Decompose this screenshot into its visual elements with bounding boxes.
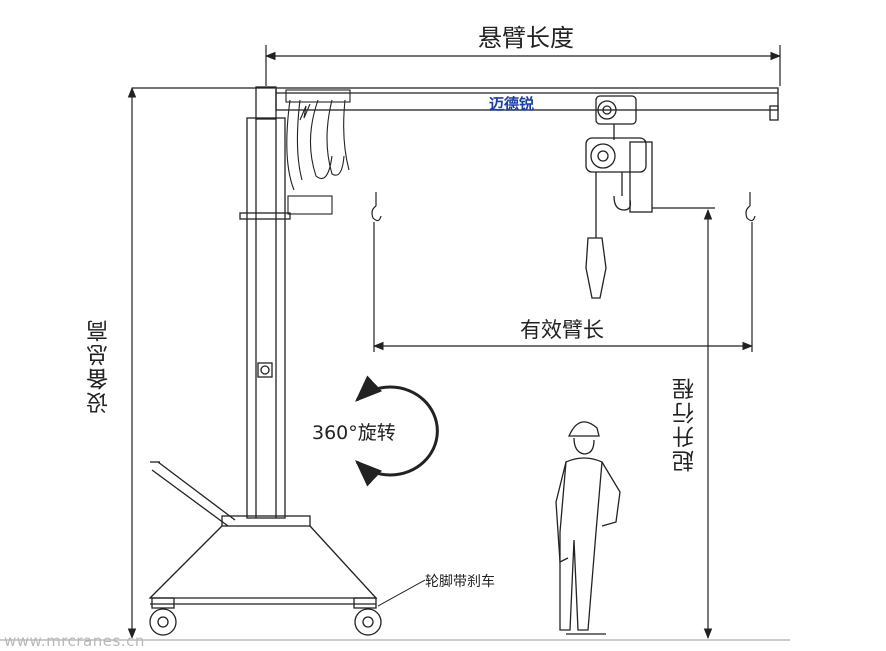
brake-leader-line (377, 579, 426, 607)
electric-hoist (585, 95, 653, 299)
arm-length-dimension (264, 45, 782, 86)
effective-arm-dimension (372, 222, 754, 352)
arm-length-label: 悬臂长度 (478, 24, 574, 52)
rotation-label: 360°旋转 (312, 422, 396, 444)
lifting-travel-label: 起升行程 (673, 376, 698, 472)
column (239, 86, 291, 519)
hook-right (745, 192, 756, 222)
wheel-brake-label: 轮脚带刹车 (425, 574, 495, 590)
lifting-travel-dimension (652, 207, 715, 640)
worker-figure (555, 421, 621, 635)
mobile-base (148, 461, 378, 605)
caster-wheel-right (353, 597, 382, 636)
website-watermark: www.mrcranes.cn (4, 632, 145, 650)
jib-arm (275, 87, 779, 121)
hook-left (371, 192, 382, 222)
rotation-arrow (355, 375, 439, 487)
total-height-dimension (127, 86, 275, 640)
caster-wheel-left (149, 597, 177, 636)
festoon-cables (285, 89, 351, 215)
total-height-label: 设备总高 (87, 318, 112, 414)
brand-label: 迈德锐 (489, 95, 535, 113)
effective-arm-length-label: 有效臂长 (520, 318, 604, 342)
